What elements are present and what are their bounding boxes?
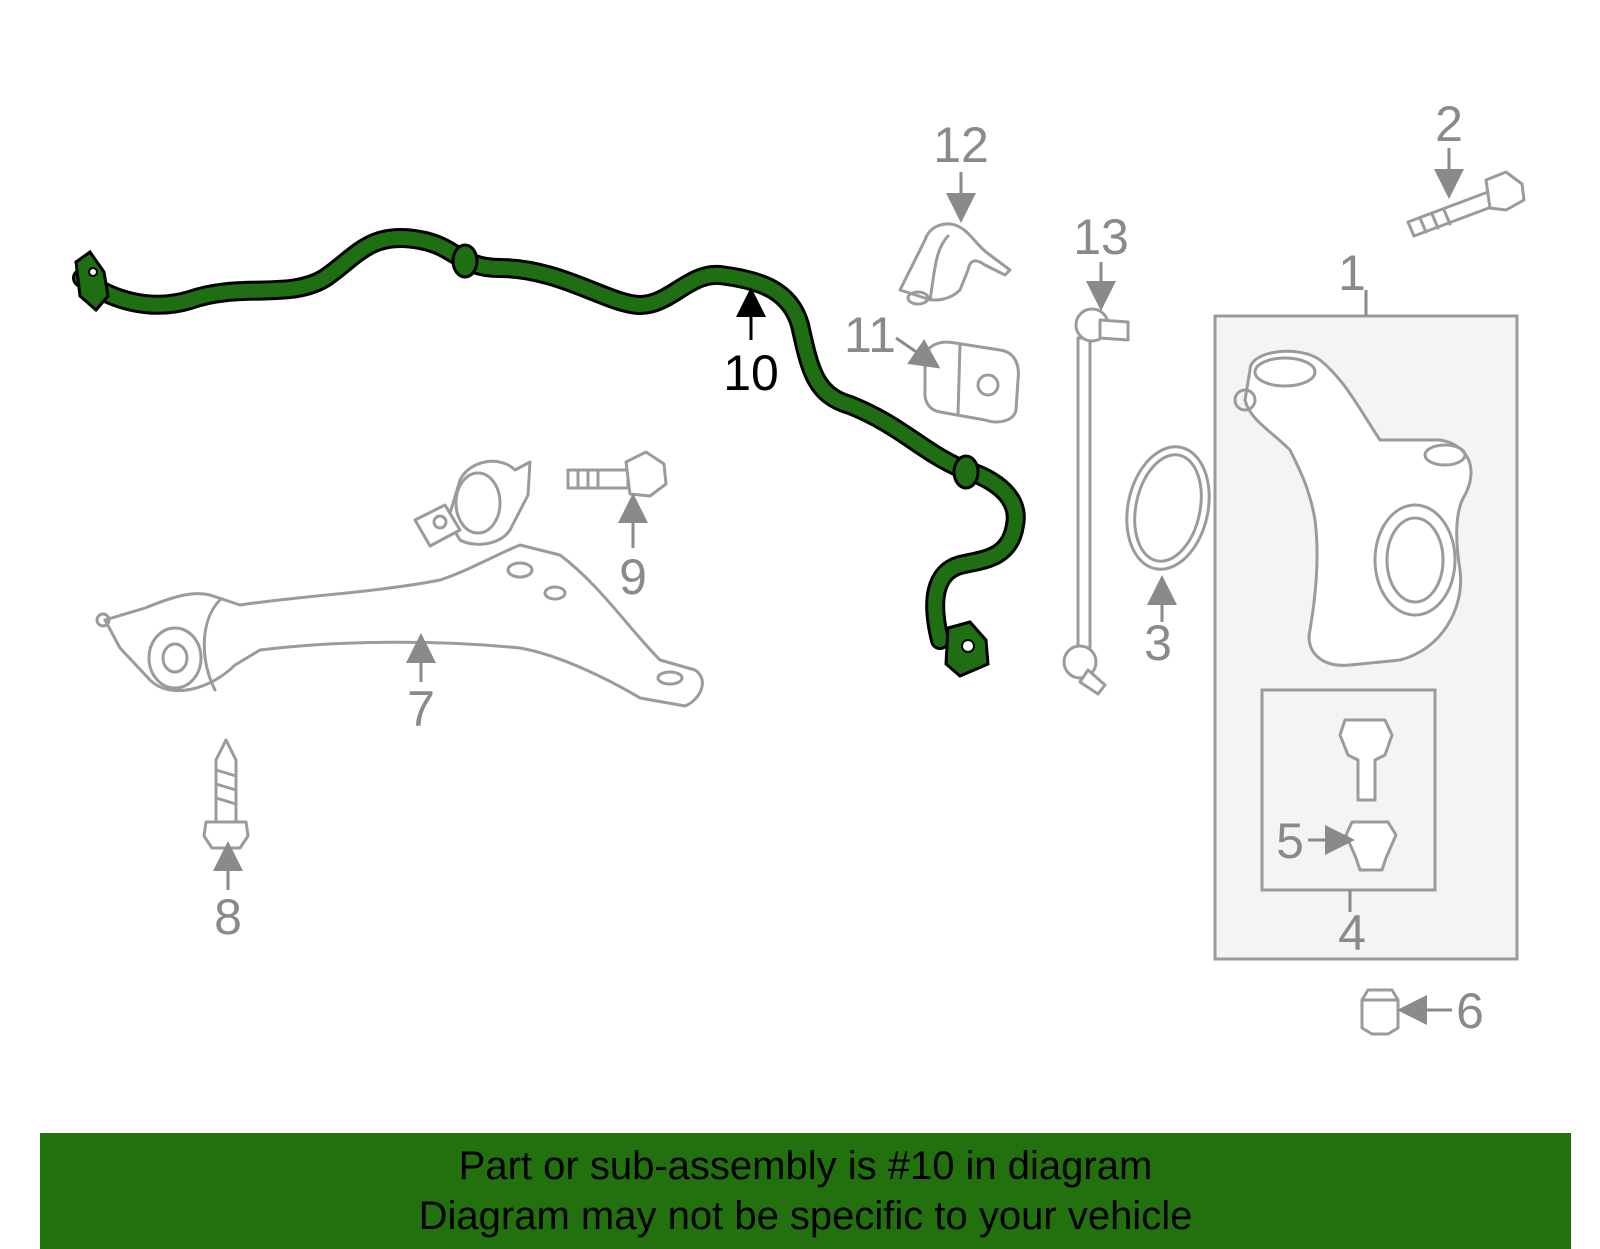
bolt-part-9 bbox=[566, 450, 668, 498]
lower-control-arm-part-7 bbox=[95, 459, 704, 708]
callout-1: 1 bbox=[1338, 245, 1366, 301]
callout-2: 2 bbox=[1435, 96, 1463, 152]
callout-10: 10 bbox=[723, 345, 779, 401]
callout-12: 12 bbox=[933, 117, 989, 173]
callout-11: 11 bbox=[844, 307, 896, 363]
callout-3: 3 bbox=[1144, 615, 1172, 671]
callout-6: 6 bbox=[1456, 983, 1484, 1039]
steering-knuckle-part-1 bbox=[1213, 314, 1519, 961]
seal-ring-part-3 bbox=[1125, 445, 1211, 571]
callout-7: 7 bbox=[407, 681, 435, 737]
callout-8: 8 bbox=[214, 889, 242, 945]
callout-13: 13 bbox=[1073, 209, 1129, 265]
stabilizer-link-part-13 bbox=[1062, 307, 1130, 696]
info-banner: Part or sub-assembly is #10 in diagram D… bbox=[40, 1133, 1571, 1249]
banner-line-part-number: Part or sub-assembly is #10 in diagram bbox=[458, 1144, 1153, 1188]
ball-joint-part-4 bbox=[1338, 718, 1394, 802]
callout-labels: 1 2 3 4 5 6 7 8 9 10 11 12 13 bbox=[214, 96, 1484, 1039]
nut-part-6 bbox=[1360, 988, 1400, 1036]
stabilizer-bar-part-10 bbox=[72, 228, 1026, 678]
bolt-part-2 bbox=[1406, 170, 1526, 238]
banner-line-disclaimer: Diagram may not be specific to your vehi… bbox=[418, 1194, 1193, 1238]
callout-5: 5 bbox=[1276, 813, 1304, 869]
callout-9: 9 bbox=[619, 549, 647, 605]
bushing-part-11 bbox=[923, 340, 1020, 424]
bushing-bracket-part-12 bbox=[898, 222, 1012, 306]
bolt-part-8 bbox=[202, 738, 250, 850]
callout-4: 4 bbox=[1338, 905, 1366, 961]
leader-lines bbox=[213, 148, 1464, 1025]
